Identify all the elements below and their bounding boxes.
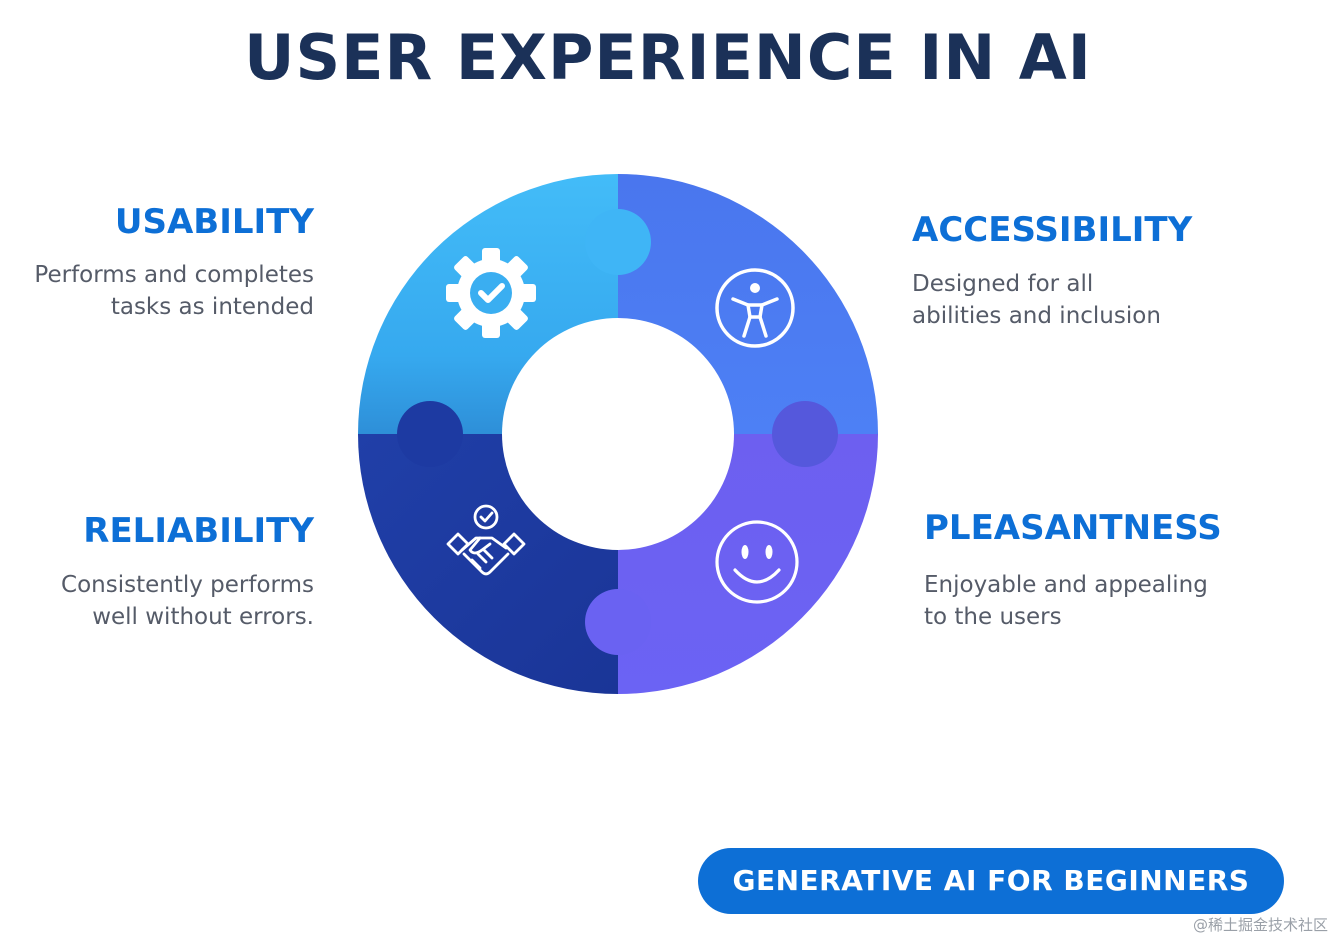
usability-title: USABILITY [114, 202, 314, 242]
gear-check-icon [446, 248, 536, 338]
pleasantness-desc-line-1: Enjoyable and appealing [924, 572, 1208, 598]
accessibility-title: ACCESSIBILITY [912, 210, 1193, 250]
reliability-desc-line-2: well without errors. [92, 604, 314, 630]
handshake-check-icon [446, 504, 526, 576]
puzzle-tab [585, 209, 651, 275]
pleasantness-segment [618, 434, 878, 694]
pleasantness-title: PLEASANTNESS [924, 508, 1222, 548]
accessibility-desc-line-2: abilities and inclusion [912, 303, 1161, 329]
accessibility-desc-line-1: Designed for all [912, 271, 1094, 297]
usability-desc-line-1: Performs and completes [34, 262, 314, 288]
reliability-desc-line-1: Consistently performs [61, 572, 314, 598]
reliability-title: RELIABILITY [83, 511, 314, 551]
accessibility-description: Designed for all abilities and inclusion [912, 268, 1161, 332]
generative-ai-for-beginners-badge: GENERATIVE AI FOR BEGINNERS [698, 848, 1284, 914]
watermark: @稀土掘金技术社区 [1192, 916, 1328, 934]
puzzle-tab [397, 401, 463, 467]
reliability-segment [358, 434, 618, 694]
puzzle-tab [585, 589, 651, 655]
pleasantness-desc-line-2: to the users [924, 604, 1062, 630]
smiley-icon [715, 520, 799, 604]
puzzle-tab [772, 401, 838, 467]
page-title: USER EXPERIENCE IN AI [244, 21, 1092, 94]
reliability-description: Consistently performs well without error… [61, 569, 314, 633]
usability-desc-line-2: tasks as intended [110, 294, 314, 320]
usability-description: Performs and completes tasks as intended [34, 259, 314, 323]
accessibility-icon [715, 268, 795, 348]
puzzle-ring-diagram [358, 174, 878, 694]
pleasantness-description: Enjoyable and appealing to the users [924, 569, 1208, 633]
